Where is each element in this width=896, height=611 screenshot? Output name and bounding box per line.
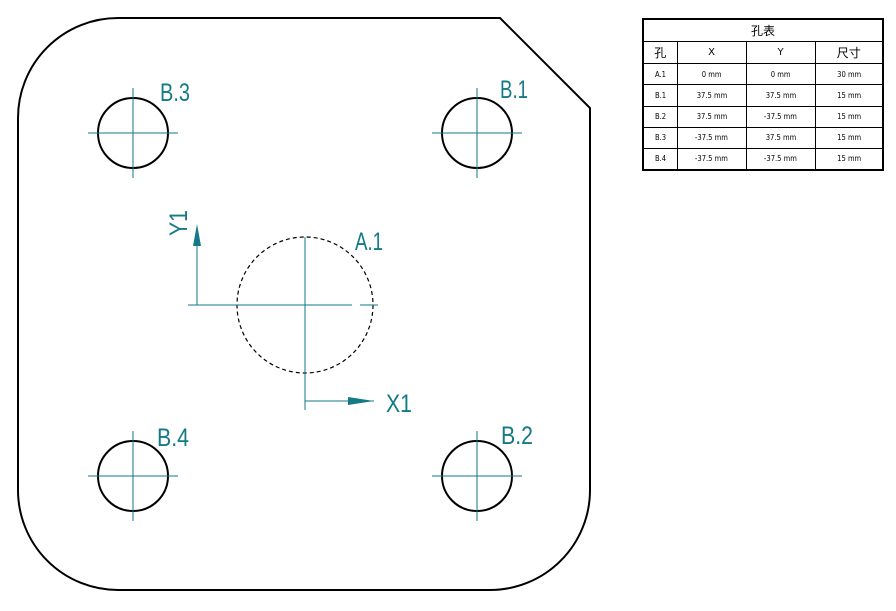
label-a1: A.1 [355, 228, 383, 256]
label-b1: B.1 [500, 76, 528, 104]
label-axis-x: X1 [386, 390, 412, 418]
cell-y: 37.5 mm [745, 126, 816, 149]
label-b3: B.3 [160, 79, 190, 107]
hole-table: 孔表 孔 X Y 尺寸 A.1 0 mm 0 mm 30 mm B.1 37.5… [642, 18, 885, 171]
header-y: Y [745, 41, 816, 65]
label-b4: B.4 [157, 424, 189, 452]
table-row: B.1 37.5 mm 37.5 mm 15 mm [642, 84, 884, 107]
cell-hole: B.2 [642, 105, 678, 128]
label-b2: B.2 [501, 422, 533, 450]
cell-size: 15 mm [814, 84, 884, 107]
hole-table-title: 孔表 [642, 18, 884, 43]
cell-y: 37.5 mm [745, 84, 816, 107]
table-row: B.2 37.5 mm -37.5 mm 15 mm [642, 105, 884, 128]
cell-hole: B.1 [642, 84, 678, 107]
table-row: B.3 -37.5 mm 37.5 mm 15 mm [642, 126, 884, 149]
x-axis-arrow [305, 397, 374, 405]
cell-x: 0 mm [676, 63, 747, 86]
cell-y: 0 mm [745, 63, 816, 86]
cell-size: 30 mm [814, 63, 884, 86]
table-row: B.4 -37.5 mm -37.5 mm 15 mm [642, 147, 884, 171]
cell-hole: A.1 [642, 63, 678, 86]
cell-y: -37.5 mm [745, 105, 816, 128]
cell-size: 15 mm [814, 147, 884, 171]
header-hole: 孔 [642, 41, 678, 65]
cell-x: -37.5 mm [676, 147, 747, 171]
plate-outline [17, 17, 591, 591]
label-axis-y: Y1 [165, 210, 193, 236]
cell-x: -37.5 mm [676, 126, 747, 149]
cell-x: 37.5 mm [676, 84, 747, 107]
y-axis-arrow [193, 224, 201, 305]
cell-size: 15 mm [814, 126, 884, 149]
cell-x: 37.5 mm [676, 105, 747, 128]
hole-b2 [432, 431, 522, 521]
table-row: A.1 0 mm 0 mm 30 mm [642, 63, 884, 86]
hole-table-header-row: 孔 X Y 尺寸 [642, 41, 884, 65]
header-size: 尺寸 [814, 41, 884, 65]
cell-hole: B.3 [642, 126, 678, 149]
hole-b3 [88, 88, 178, 178]
cell-size: 15 mm [814, 105, 884, 128]
hole-b1 [432, 88, 522, 178]
cell-hole: B.4 [642, 147, 678, 171]
hole-a1 [188, 236, 378, 410]
hole-table-title-row: 孔表 [642, 18, 884, 43]
hole-b4 [88, 431, 178, 521]
header-x: X [676, 41, 747, 65]
cell-y: -37.5 mm [745, 147, 816, 171]
